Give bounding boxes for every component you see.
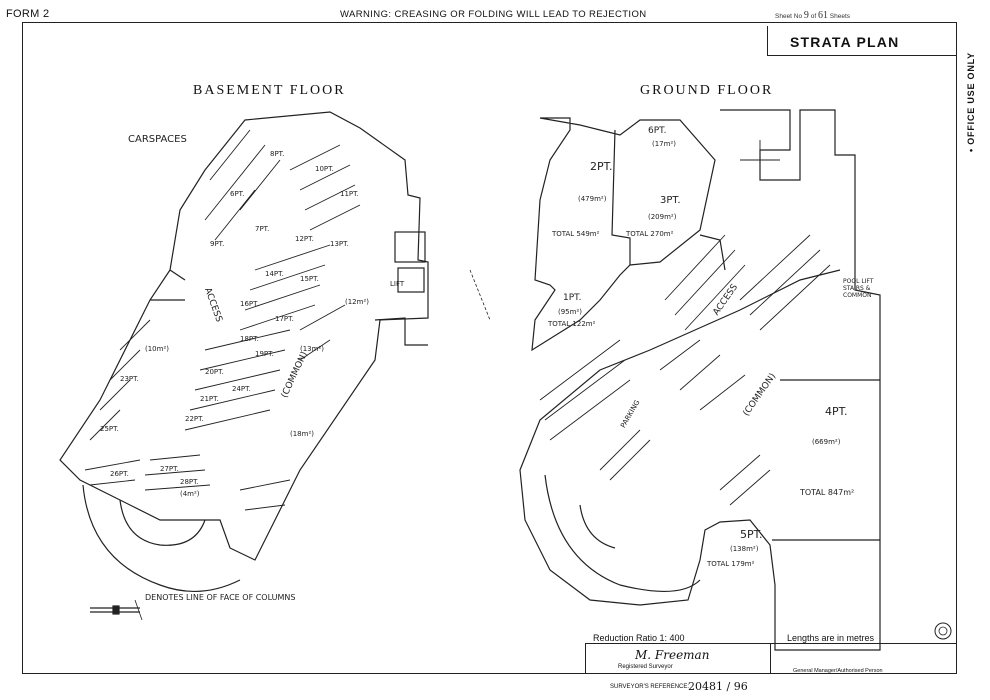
ground-lot-1-area: (95m²) [558, 308, 582, 316]
plan-frame [22, 22, 957, 674]
ground-lot-1-total: TOTAL 122m² [548, 320, 596, 328]
basement-lot-25: 25PT. [100, 425, 119, 433]
ground-lot-2-total: TOTAL 549m² [552, 230, 600, 238]
legend-symbol [90, 599, 143, 621]
title-box [767, 26, 957, 56]
basement-lot-12: 12PT. [295, 235, 314, 243]
basement-lot-23: 23PT. [120, 375, 139, 383]
general-manager-label: General Manager/Authorised Person [793, 668, 883, 674]
ground-lot-2: 2PT. [590, 160, 613, 173]
basement-lot-13: 13PT. [330, 240, 349, 248]
ground-lot-3-area: (209m²) [648, 213, 677, 221]
sheet-of: of [810, 13, 817, 20]
basement-lot-21: 21PT. [200, 395, 219, 403]
ground-lot-5-area: (138m²) [730, 545, 759, 553]
basement-lot-24: 24PT. [232, 385, 251, 393]
basement-lot-8: 8PT. [270, 150, 285, 158]
basement-area-13: (13m²) [300, 345, 324, 353]
legend-text: DENOTES LINE OF FACE OF COLUMNS [145, 593, 296, 602]
signature-box [585, 643, 957, 674]
ground-title: GROUND FLOOR [640, 83, 774, 98]
basement-lot-11: 11PT. [340, 190, 359, 198]
page-title: STRATA PLAN [790, 34, 900, 50]
basement-lot-16: 16PT. [240, 300, 259, 308]
basement-title: BASEMENT FLOOR [193, 83, 346, 98]
sheet-suffix: Sheets [829, 13, 851, 20]
basement-outline [59, 111, 429, 592]
surveyor-signature: M. Freeman [635, 648, 710, 662]
signature-divider [770, 643, 771, 674]
plan-divider [469, 269, 491, 321]
sheet-number: 9 [803, 10, 809, 21]
ground-lot-4-area: (669m²) [812, 438, 841, 446]
ground-lot-5: 5PT. [740, 528, 763, 541]
ground-parking-rows [539, 140, 831, 506]
surveyor-reference-label: SURVEYOR'S REFERENCE: [610, 684, 690, 690]
ground-lot-3-total: TOTAL 270m² [626, 230, 674, 238]
ground-lot-5-total: TOTAL 179m² [707, 560, 755, 568]
basement-lot-15: 15PT. [300, 275, 319, 283]
basement-lot-6: 6PT. [230, 190, 245, 198]
ground-lot-1: 1PT. [563, 293, 582, 303]
reduction-ratio: Reduction Ratio 1: 400 [593, 633, 685, 643]
basement-lot-9: 9PT. [210, 240, 225, 248]
warning-text: WARNING: CREASING OR FOLDING WILL LEAD T… [340, 9, 647, 20]
basement-lot-7: 7PT. [255, 225, 270, 233]
basement-area-10: (10m²) [145, 345, 169, 353]
registered-surveyor-label: Registered Surveyor [618, 664, 673, 670]
basement-lot-22: 22PT. [185, 415, 204, 423]
ground-lot-4-total: TOTAL 847m² [800, 488, 855, 497]
basement-lot-20: 20PT. [205, 368, 224, 376]
basement-area-12: (12m²) [345, 298, 369, 306]
ground-lot-6-area: (17m²) [652, 140, 676, 148]
lengths-note: Lengths are in metres [787, 633, 875, 643]
carspaces-label: CARSPACES [128, 134, 187, 145]
ground-lot-4: 4PT. [825, 405, 848, 418]
form-label: FORM 2 [6, 8, 50, 20]
seal-icon [934, 622, 952, 640]
basement-carspaces [84, 129, 361, 511]
ground-outline [519, 109, 881, 651]
basement-lot-10: 10PT. [315, 165, 334, 173]
ground-lot-3: 3PT. [660, 195, 681, 206]
basement-lot-19: 19PT. [255, 350, 274, 358]
basement-lot-26: 26PT. [110, 470, 129, 478]
basement-lot-28: 28PT. [180, 478, 199, 486]
basement-area-4: (4m²) [180, 490, 200, 498]
basement-lot-27: 27PT. [160, 465, 179, 473]
surveyor-reference-value: 20481 / 96 [688, 680, 748, 693]
basement-lot-18: 18PT. [240, 335, 259, 343]
ground-lot-6: 6PT. [648, 126, 667, 136]
lift-label: LIFT [390, 280, 405, 288]
basement-lot-17: 17PT. [275, 315, 294, 323]
basement-lot-14: 14PT. [265, 270, 284, 278]
ground-lot-2-area: (479m²) [578, 195, 607, 203]
sheet-prefix: Sheet No [775, 13, 803, 20]
lift-stairs-label: POOL LIFT STAIRS & COMMON [843, 278, 874, 299]
basement-area-18: (18m²) [290, 430, 314, 438]
sheet-total: 61 [817, 10, 828, 21]
sheet-indicator: Sheet No 9 of 61 Sheets [775, 10, 850, 21]
